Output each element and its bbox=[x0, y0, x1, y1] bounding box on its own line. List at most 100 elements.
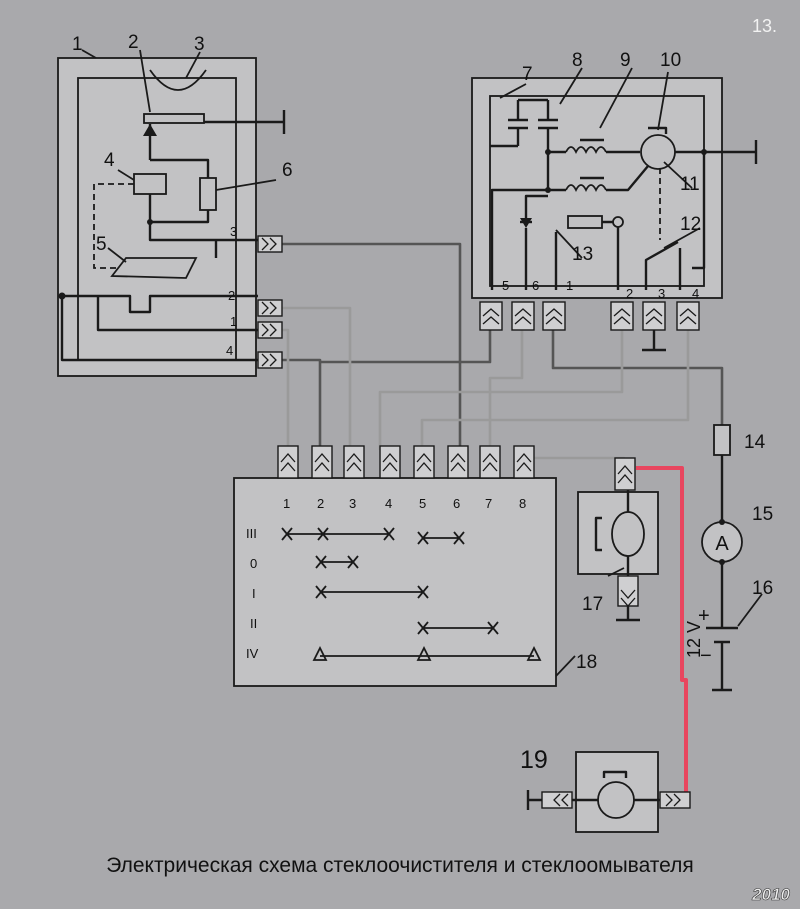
component-number: 13 bbox=[572, 244, 593, 265]
wire-right4-switch5 bbox=[420, 330, 690, 450]
rear-washer-motor bbox=[597, 781, 635, 819]
left-pin-label: 1 bbox=[230, 314, 237, 329]
washer-pump-motor bbox=[611, 511, 645, 557]
component-number: 8 bbox=[572, 50, 583, 71]
block-7-connector-3 bbox=[642, 301, 666, 331]
right-pin-label: 2 bbox=[626, 286, 633, 301]
junction-c bbox=[545, 149, 551, 155]
component-number: 11 bbox=[680, 174, 700, 195]
block-7-connector-2 bbox=[610, 301, 634, 331]
page-number: 13. bbox=[752, 16, 777, 36]
relay-switch-5 bbox=[110, 257, 198, 279]
block-1-connector-2 bbox=[257, 299, 283, 317]
contact-plate-2 bbox=[143, 113, 205, 124]
wire-right5-switch2 bbox=[320, 330, 492, 364]
wiper-motor-11 bbox=[640, 134, 676, 170]
inductor-cores bbox=[580, 138, 604, 180]
component-number: 2 bbox=[128, 32, 139, 53]
diode-13 bbox=[520, 218, 532, 228]
rear-connector-right bbox=[659, 791, 691, 809]
motor-brush-10 bbox=[648, 126, 668, 134]
switch-18-connectors bbox=[277, 445, 535, 479]
block-1-pin3-wire bbox=[148, 222, 258, 242]
wire-left4-switch2 bbox=[282, 358, 322, 450]
component-number: 5 bbox=[96, 234, 107, 255]
rear-ground bbox=[526, 790, 542, 810]
wire-right2-switch4 bbox=[378, 330, 624, 450]
breaker-13-wires bbox=[524, 194, 548, 290]
component-number: 14 bbox=[744, 432, 766, 453]
relay-coil-4 bbox=[133, 173, 167, 195]
motor-pin4-wire bbox=[692, 152, 706, 270]
mechanical-link bbox=[93, 183, 134, 269]
inductor-9b bbox=[565, 184, 607, 193]
battery-voltage: 12 V bbox=[684, 621, 704, 658]
block-1-outer bbox=[57, 57, 257, 377]
switch-position-label: II bbox=[250, 616, 257, 631]
wire-left3-switch6 bbox=[282, 242, 462, 450]
coil-wire-b bbox=[148, 194, 210, 224]
pump-connector-bottom bbox=[617, 575, 639, 607]
switch-pin-label: 5 bbox=[419, 496, 426, 511]
block-7-ground bbox=[642, 330, 666, 352]
switch-pin-label: 3 bbox=[349, 496, 356, 511]
capacitor-8b bbox=[538, 100, 558, 190]
battery-16 bbox=[706, 562, 738, 692]
switch-pin-label: 4 bbox=[385, 496, 392, 511]
switch-position-label: III bbox=[246, 526, 257, 541]
switch-pin-label: 2 bbox=[317, 496, 324, 511]
switch-position-label: IV bbox=[246, 646, 259, 661]
component-number: 7 bbox=[522, 64, 533, 85]
component-number: 4 bbox=[104, 150, 115, 171]
component-number: 9 bbox=[620, 50, 631, 71]
component-number: 1 bbox=[72, 34, 83, 55]
component-number: 12 bbox=[680, 214, 701, 235]
junction-b bbox=[147, 219, 153, 225]
battery-minus: − bbox=[700, 645, 712, 667]
watermark: 2010 bbox=[751, 885, 790, 904]
switch-contact-matrix bbox=[281, 527, 542, 661]
component-number: 6 bbox=[282, 160, 293, 181]
diagram-caption: Электрическая схема стеклоочистителя и с… bbox=[106, 854, 694, 877]
leader-lines bbox=[81, 49, 763, 677]
component-number: 17 bbox=[582, 594, 603, 615]
component-number: 3 bbox=[194, 34, 205, 55]
block-7-connector-6 bbox=[511, 301, 535, 331]
left-pin-label: 2 bbox=[228, 288, 235, 303]
inductor-9a bbox=[565, 146, 607, 155]
switch-pin-label: 6 bbox=[453, 496, 460, 511]
limit-switch-12 bbox=[644, 240, 679, 290]
right-pin-label: 5 bbox=[502, 278, 509, 293]
rear-washer-brush bbox=[602, 770, 628, 778]
coil-wire-a bbox=[150, 158, 210, 178]
wire-right6-switch7 bbox=[488, 330, 524, 450]
left-pin-label: 4 bbox=[226, 343, 233, 358]
capacitor-8a bbox=[508, 100, 528, 146]
rear-connector-left bbox=[541, 791, 573, 809]
breaker-13-out bbox=[602, 220, 620, 290]
block-1-pin1-wire bbox=[96, 296, 258, 332]
block-7-connector-1 bbox=[542, 301, 566, 331]
switch-position-label: I bbox=[252, 586, 256, 601]
block-7-connector-5 bbox=[479, 301, 503, 331]
wire-left1-switch1 bbox=[282, 328, 290, 450]
motor-pin5-wire bbox=[490, 188, 548, 290]
component-number: 10 bbox=[660, 50, 681, 71]
component-number: 15 bbox=[752, 504, 773, 525]
block-1-connector-1 bbox=[257, 321, 283, 339]
wire-switch8-pump bbox=[524, 456, 626, 470]
switch-position-label: 0 bbox=[250, 556, 257, 571]
block-7-connector-4 bbox=[676, 301, 700, 331]
thermo-element-3 bbox=[149, 69, 207, 91]
switch-5-contacts bbox=[98, 294, 184, 314]
block-1-pin4-wire bbox=[60, 296, 258, 362]
resistor-6 bbox=[199, 177, 217, 211]
right-pin-label: 3 bbox=[658, 286, 665, 301]
pump-ground bbox=[616, 606, 640, 622]
switch-18-body bbox=[233, 477, 557, 687]
junction-a bbox=[58, 292, 66, 300]
fuse-14 bbox=[713, 424, 731, 456]
battery-plus: + bbox=[698, 605, 710, 627]
